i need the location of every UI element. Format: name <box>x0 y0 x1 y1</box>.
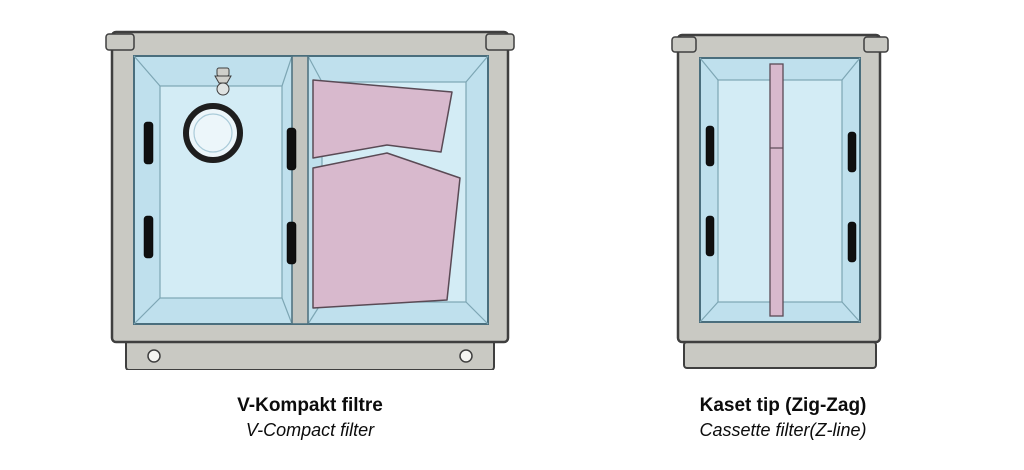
handle-icon <box>143 121 154 165</box>
handle-icon <box>705 125 715 167</box>
v-compact-caption: V-Kompakt filtre V-Compact filter <box>100 393 520 442</box>
corner-cap-top-left <box>671 36 697 53</box>
handle-icon <box>705 215 715 257</box>
cassette-title-primary: Kaset tip (Zig-Zag) <box>699 395 867 416</box>
compartment-corner-lines <box>699 57 861 323</box>
base-rail <box>125 339 495 370</box>
v-compact-unit-diagram <box>105 30 515 370</box>
door-handles <box>143 121 297 265</box>
base-bolt-icon <box>147 349 161 363</box>
v-filter <box>312 79 461 309</box>
corner-cap-top-right <box>863 36 889 53</box>
handle-icon <box>847 221 857 263</box>
top-fitting-icon <box>214 67 232 96</box>
door-handles <box>705 125 857 263</box>
handle-icon <box>847 131 857 173</box>
base-rail <box>683 341 877 369</box>
handle-icon <box>286 127 297 171</box>
cassette-filter-panel <box>769 63 784 317</box>
cassette-unit-diagram <box>671 33 889 369</box>
v-compact-title-secondary: V-Compact filter <box>245 420 375 440</box>
handle-icon <box>286 221 297 265</box>
v-compact-title-primary: V-Kompakt filtre <box>237 395 383 416</box>
corner-cap-top-left <box>105 33 135 51</box>
left-compartment-corner-lines <box>133 55 293 325</box>
cassette-caption: Kaset tip (Zig-Zag) Cassette filter(Z-li… <box>658 393 908 442</box>
v-filter-upper-pleat <box>312 79 453 159</box>
v-filter-lower-pleat <box>312 152 461 309</box>
base-bolt-icon <box>459 349 473 363</box>
handle-icon <box>143 215 154 259</box>
filter-divider-rail <box>291 55 309 325</box>
corner-cap-top-right <box>485 33 515 51</box>
inspection-port <box>183 103 243 163</box>
cassette-title-secondary: Cassette filter(Z-line) <box>699 420 867 440</box>
